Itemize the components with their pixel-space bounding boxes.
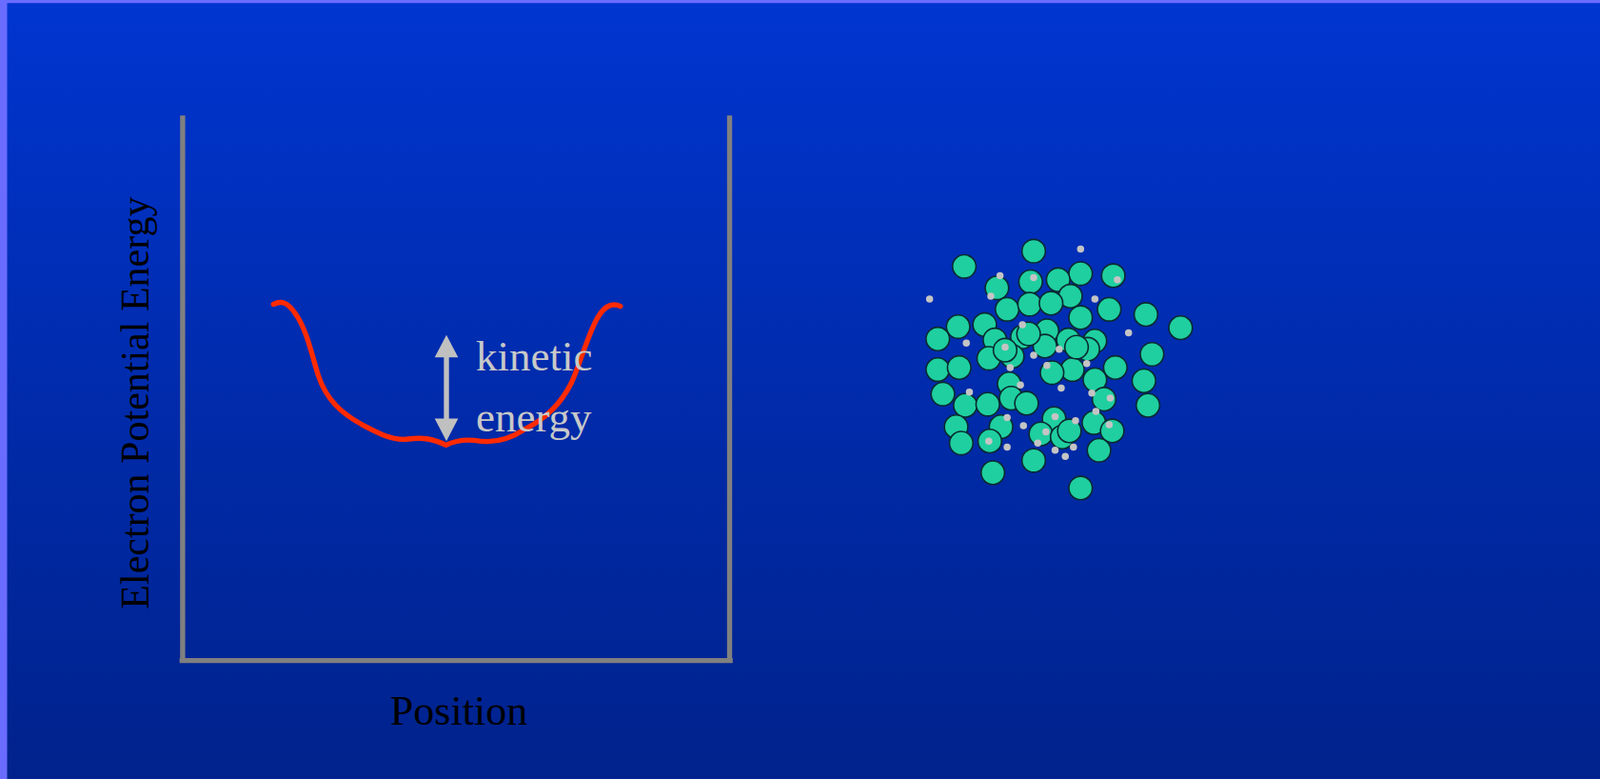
atom-ball: [1060, 357, 1085, 382]
atom-ball: [1068, 305, 1093, 330]
callout-label: kinetic energy: [475, 325, 619, 448]
atom-ball: [1131, 369, 1156, 394]
atom-ball: [1068, 261, 1093, 286]
electron-dot: [962, 338, 970, 347]
atom-ball: [1097, 297, 1122, 322]
electron-dot: [1029, 274, 1038, 282]
electron-dot: [1069, 443, 1078, 452]
electron-dot: [1083, 359, 1091, 368]
atom-ball: [953, 393, 978, 417]
atom-ball: [952, 254, 977, 278]
electron-dot: [1034, 439, 1043, 448]
electron-dot: [966, 388, 974, 396]
axis-label: Electron Potential Energy: [114, 196, 159, 609]
atom-ball: [1065, 335, 1089, 359]
electron-dot: [1125, 329, 1133, 337]
electron-dot: [1106, 394, 1115, 402]
atom-ball: [1014, 391, 1039, 415]
atom-ball: [1039, 291, 1064, 316]
atom-ball: [947, 355, 971, 380]
particle-cluster: [926, 238, 1193, 499]
atom-ball: [930, 381, 955, 406]
electron-dot: [987, 292, 995, 300]
electron-dot: [1087, 389, 1096, 397]
atom-ball: [1136, 393, 1161, 417]
atom-ball: [1103, 355, 1127, 380]
electron-dot: [1003, 443, 1011, 452]
electron-dot: [1003, 414, 1011, 422]
atom-ball: [946, 315, 970, 339]
atom-ball: [1022, 238, 1047, 263]
atom-ball: [1140, 342, 1165, 367]
electron-dot: [1077, 245, 1086, 254]
atom-ball: [1017, 292, 1042, 317]
electron-dot: [985, 436, 993, 445]
electron-dot: [1018, 320, 1027, 329]
electron-dot: [926, 295, 934, 303]
electron-dot: [1055, 345, 1064, 354]
atom-ball: [985, 276, 1009, 300]
electron-dot: [1106, 420, 1114, 429]
electron-dot: [1061, 452, 1069, 460]
electron-dot: [1092, 407, 1101, 415]
atom-ball: [926, 327, 950, 352]
electron-dot: [1043, 361, 1051, 370]
atom-ball: [978, 429, 1003, 454]
atom-ball: [1101, 263, 1126, 288]
electron-dot: [1057, 384, 1066, 393]
atom-ball: [926, 357, 950, 382]
axis-label: Position: [390, 688, 528, 734]
electron-dot: [1029, 351, 1038, 359]
atom-ball: [1068, 475, 1093, 500]
electron-dot: [1071, 416, 1080, 425]
atom-ball: [995, 297, 1020, 322]
top-edge: [0, 0, 1600, 3]
atom-ball: [975, 392, 1000, 416]
atom-ball: [1040, 360, 1065, 385]
electron-dot: [1051, 446, 1060, 455]
electron-dot: [1007, 363, 1015, 372]
atom-ball: [949, 431, 974, 455]
atom-ball: [1168, 316, 1193, 340]
atom-ball: [1092, 387, 1117, 412]
electron-dot: [1113, 276, 1122, 284]
left-edge: [0, 0, 8, 779]
electron-dot: [1016, 380, 1025, 389]
electron-dot: [1001, 343, 1009, 352]
atom-ball: [1022, 448, 1047, 473]
electron-dot: [996, 272, 1005, 280]
electron-dot: [1042, 428, 1050, 436]
atom-ball: [1018, 270, 1043, 295]
plot-axes: [179, 115, 733, 663]
atom-ball: [981, 460, 1006, 485]
kinetic-energy-arrow: [434, 335, 459, 441]
atom-ball: [1086, 437, 1111, 462]
electron-dot: [1091, 295, 1100, 303]
atom-ball: [993, 337, 1018, 362]
electron-dot: [1020, 421, 1028, 430]
electron-dot: [1051, 413, 1060, 421]
atom-ball: [1134, 302, 1159, 327]
